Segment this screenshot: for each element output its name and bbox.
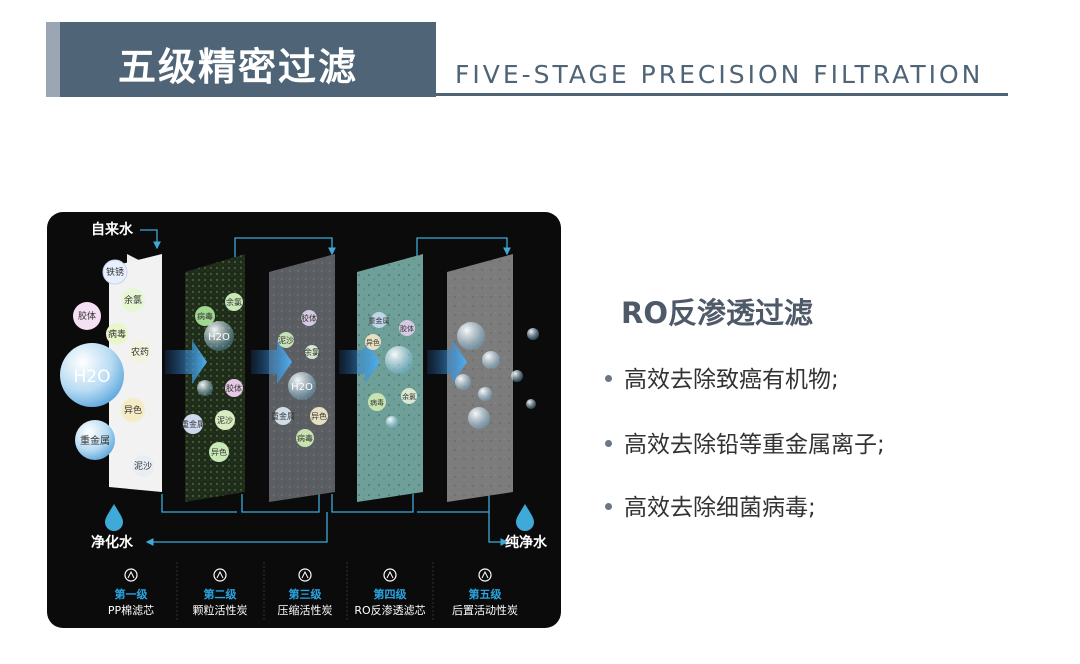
info-bullet: 高效去除致癌有机物; — [605, 360, 839, 394]
info-bullet: 高效去除细菌病毒; — [605, 488, 816, 522]
bullet-dot-icon — [605, 440, 612, 447]
bullet-dot-icon — [605, 375, 612, 382]
page-subtitle: FIVE-STAGE PRECISION FILTRATION — [455, 60, 984, 89]
stage-icon — [478, 568, 492, 582]
stage-legend: 第一级 PP棉滤芯 第二级 颗粒活性炭 第三级 压缩活性炭 — [108, 562, 518, 622]
particle-label: H2O — [208, 332, 230, 343]
stage-name: 颗粒活性炭 — [193, 603, 248, 617]
flow-arrows — [165, 340, 467, 384]
particle-label: 重金属 — [271, 411, 295, 421]
clean-water-bubbles — [455, 322, 539, 429]
page-title: 五级精密过滤 — [118, 45, 359, 89]
header-accent-bar — [46, 22, 60, 97]
bullet-text: 高效去除铅等重金属离子; — [624, 432, 885, 458]
stage-number: 第一级 — [115, 587, 149, 601]
particle-label: 余氯 — [124, 294, 142, 306]
stage-4-info: 第四级 RO反渗透滤芯 — [354, 568, 426, 617]
particle-label: 重金属 — [181, 419, 205, 429]
particle-label: 病毒 — [197, 311, 213, 321]
flow-lines — [140, 229, 511, 546]
info-title: RO反渗透过滤 — [621, 296, 813, 330]
mid-output-label: 净化水 — [91, 534, 134, 551]
particle-label: 胶体 — [226, 383, 242, 393]
particle-label: 异色 — [211, 447, 227, 457]
particle-label: 病毒 — [297, 433, 313, 443]
stage-number: 第五级 — [469, 587, 503, 601]
filtration-diagram: 铁锈 余氯 胶体 病毒 农药 H2O 异色 重金属 泥沙 余氯 病毒 H2O — [47, 212, 561, 628]
particle-label: 病毒 — [108, 328, 126, 340]
particle-label: 异色 — [124, 404, 142, 416]
final-output-label: 纯净水 — [505, 534, 548, 551]
stage-name: 压缩活性炭 — [278, 603, 333, 617]
stage-3-info: 第三级 压缩活性炭 — [278, 568, 333, 617]
particle-label: 胶体 — [400, 324, 414, 333]
water-drop-icon — [105, 504, 123, 531]
particle-label: 病毒 — [370, 398, 384, 407]
particle-label: 泥沙 — [278, 336, 294, 345]
particle-label: 铁锈 — [106, 266, 124, 278]
particle-label: 胶体 — [78, 310, 96, 322]
particle-label: 农药 — [131, 346, 149, 358]
bullet-dot-icon — [605, 503, 612, 510]
info-bullet: 高效去除铅等重金属离子; — [605, 425, 885, 459]
header-underline — [436, 93, 1008, 96]
stage-icon — [298, 568, 312, 582]
stage-icon — [213, 568, 227, 582]
stage-1-info: 第一级 PP棉滤芯 — [108, 568, 154, 617]
bullet-text: 高效去除细菌病毒; — [624, 495, 816, 521]
particle-label: 重金属 — [369, 316, 390, 325]
particle-label: 异色 — [311, 411, 327, 421]
stage-icon — [124, 568, 138, 582]
particle-label: 泥沙 — [217, 416, 233, 425]
stage-icon — [383, 568, 397, 582]
stage-name: 后置活动性炭 — [452, 603, 518, 617]
stage-number: 第三级 — [289, 587, 323, 601]
bullet-text: 高效去除致癌有机物; — [624, 367, 839, 393]
header-banner — [60, 22, 436, 97]
stage-number: 第二级 — [204, 587, 238, 601]
water-drop-icon — [516, 504, 534, 531]
h2o-molecule-label: H2O — [74, 367, 111, 387]
stage-name: RO反渗透滤芯 — [354, 603, 425, 617]
stage-5-info: 第五级 后置活动性炭 — [452, 568, 518, 617]
input-water-label: 自来水 — [91, 221, 134, 238]
particle-label: 余氯 — [304, 347, 320, 357]
stage-2-info: 第二级 颗粒活性炭 — [193, 568, 248, 617]
stage-name: PP棉滤芯 — [108, 603, 154, 617]
particle-label: 泥沙 — [134, 461, 152, 472]
stage5-panel — [447, 254, 513, 502]
particle-label: 余氯 — [226, 297, 242, 307]
particle-label: H2O — [291, 382, 313, 393]
particle-label: 胶体 — [301, 313, 317, 323]
stage-number: 第四级 — [374, 587, 408, 601]
particle-label: 余氯 — [402, 392, 416, 401]
particle-label: 重金属 — [80, 434, 110, 447]
particle-label: 异色 — [366, 338, 380, 347]
